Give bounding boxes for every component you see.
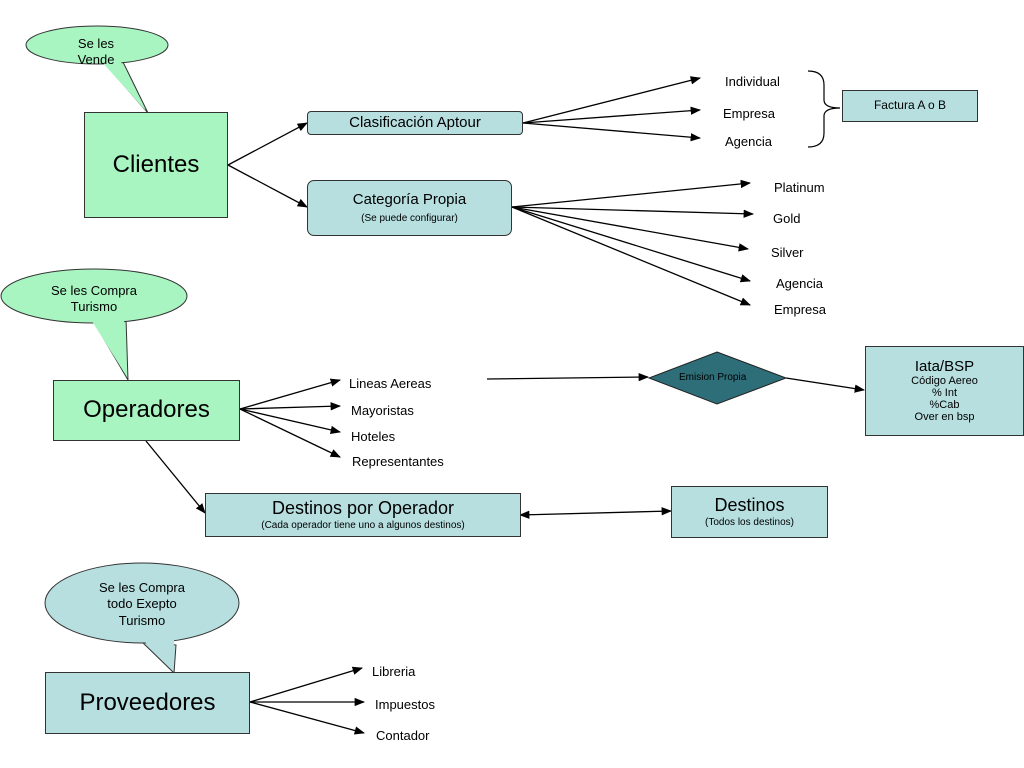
factura-box[interactable]: Factura A o B [842,90,978,122]
clientes-box[interactable]: Clientes [84,112,228,218]
categoria-item: Agencia [776,276,823,291]
factura-label: Factura A o B [873,98,947,113]
bubble-clientes-shape [25,25,169,114]
emision-diamond [647,351,788,405]
destinos-por-operador-title: Destinos por Operador [271,497,455,518]
clasificacion-item: Individual [725,74,780,89]
iata-line: %Cab [929,399,960,412]
categoria-item: Platinum [774,180,825,195]
bubble-proveedores-text: Se les Compra todo Exepto Turismo [80,580,204,629]
bubble-operadores-shape [0,268,188,381]
operadores-item: Mayoristas [351,403,414,418]
bubble-line: todo Exepto [107,596,177,612]
operadores-item: Hoteles [351,429,396,444]
categoria-subtitle: (Se puede configurar) [361,212,458,224]
categoria-item: Silver [771,245,804,260]
operadores-box[interactable]: Operadores [53,380,240,441]
bubble-line: Se les [77,36,115,51]
operadores-title: Operadores [83,396,210,424]
proveedores-box[interactable]: Proveedores [45,672,250,734]
operadores-item: Representantes [352,454,444,469]
destinos-subtitle: (Todos los destinos) [705,517,794,529]
emision-label: Emision Propia [679,372,747,383]
operadores-arrows [145,372,866,519]
categoria-item: Empresa [774,302,827,317]
clientes-arrows [227,76,755,306]
clasificacion-item: Agencia [725,134,772,149]
categoria-box[interactable]: Categoría Propia (Se puede configurar) [307,180,512,236]
proveedores-item: Contador [376,728,430,743]
bubble-line: Vende [77,52,115,68]
iata-title: Iata/BSP [914,357,975,375]
factura-brace [807,70,841,148]
proveedores-arrows [249,666,366,735]
bubble-clientes-text: Se les Vende [60,36,132,69]
bubble-operadores-text: Se les Compra Turismo [34,283,154,316]
operadores-item: Lineas Aereas [349,376,432,391]
destinos-title: Destinos [714,494,785,515]
categoria-title: Categoría Propia [352,191,467,209]
bubble-line: Se les Compra [51,283,137,298]
destinos-por-operador-box[interactable]: Destinos por Operador (Cada operador tie… [205,493,521,537]
bubble-proveedores-shape [44,562,240,675]
bubble-line: Se les Compra [99,580,185,595]
clasificacion-item: Empresa [723,106,776,121]
clasificacion-label: Clasificación Aptour [349,113,481,131]
destinos-por-operador-subtitle: (Cada operador tiene uno a algunos desti… [261,520,465,532]
iata-line: % Int [931,387,958,400]
bubble-line: Turismo [70,299,118,315]
proveedores-item: Libreria [372,664,416,679]
proveedores-title: Proveedores [79,688,216,716]
iata-line: Código Aereo [911,375,978,388]
categoria-item: Gold [773,211,801,226]
clientes-title: Clientes [112,150,200,178]
iata-line: Over en bsp [914,411,975,424]
proveedores-item: Impuestos [375,697,435,712]
iata-box[interactable]: Iata/BSP Código Aereo % Int %Cab Over en… [865,346,1024,436]
clasificacion-box[interactable]: Clasificación Aptour [307,111,523,135]
destinos-box[interactable]: Destinos (Todos los destinos) [671,486,828,538]
bubble-line: Turismo [118,612,166,628]
